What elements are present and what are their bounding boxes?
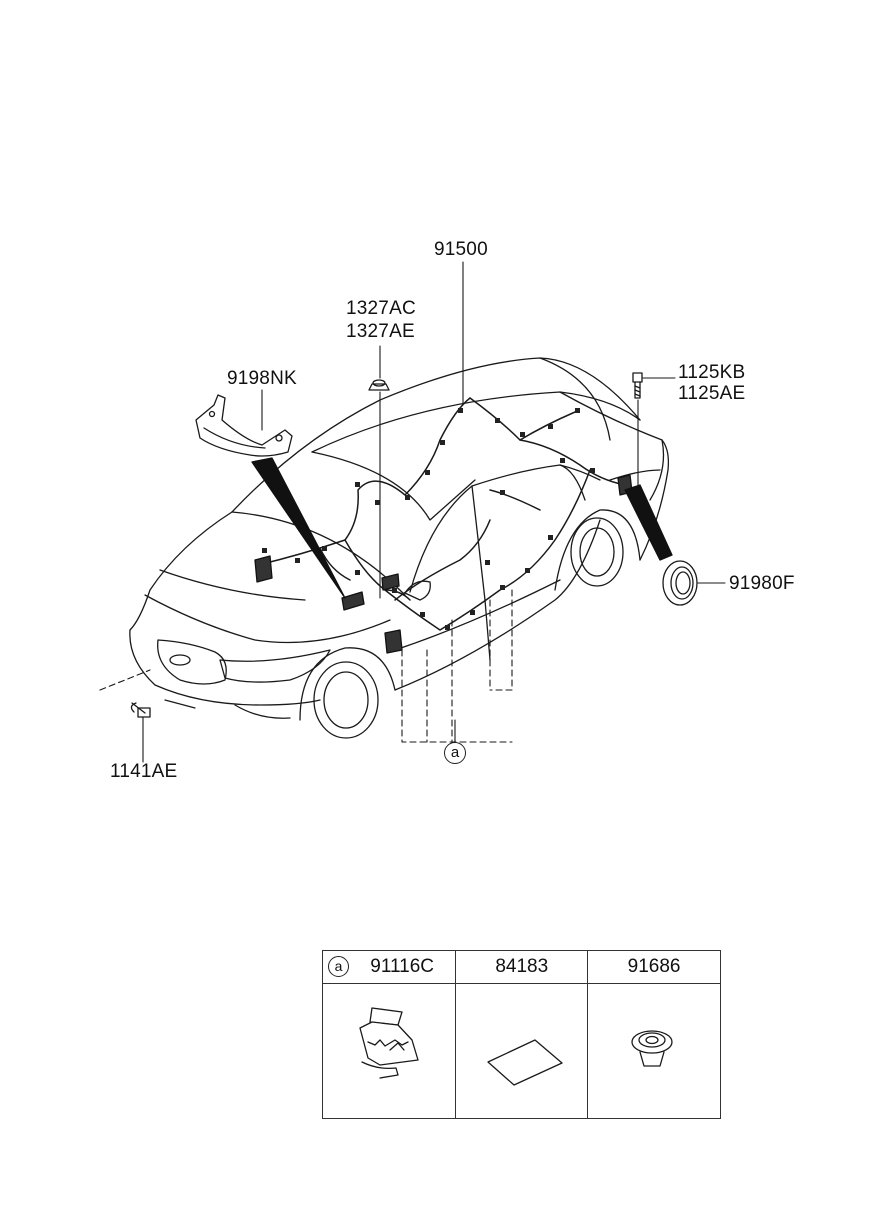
parts-cell-clip <box>321 983 457 1119</box>
part-number-label: 91686 <box>627 956 681 977</box>
parts-table-header-84183: 84183 <box>455 950 589 984</box>
bolt-1125KB <box>632 372 643 399</box>
parts-table-header-91116C: a 91116C <box>321 950 457 984</box>
label-1141AE: 1141AE <box>110 761 178 782</box>
grommet-91980F <box>662 560 698 606</box>
label-1327AC: 1327AC <box>346 298 416 319</box>
bolt-1141AE <box>130 702 151 718</box>
parts-table-header-91686: 91686 <box>587 950 721 984</box>
label-1125KB: 1125KB <box>678 362 746 383</box>
part-number-label: 84183 <box>495 956 549 977</box>
wiring-harness <box>257 397 626 631</box>
parts-cell-grommet <box>587 983 721 1119</box>
leader-lines <box>142 261 726 763</box>
table-ref-a-marker: a <box>328 956 349 977</box>
parts-table-icon-row <box>321 983 721 1119</box>
connectors <box>262 408 625 630</box>
car-body <box>129 357 670 739</box>
label-9198NK: 9198NK <box>227 368 297 389</box>
grommet-1327 <box>368 379 390 391</box>
parts-cell-pad <box>455 983 589 1119</box>
bracket-9198NK <box>195 394 293 457</box>
callout-dashes <box>99 589 513 743</box>
parts-table-header-row: a 91116C 84183 91686 <box>321 950 721 984</box>
parts-table: a 91116C 84183 91686 <box>321 950 721 1119</box>
label-91500: 91500 <box>434 239 488 260</box>
leader-wedge-front <box>251 457 346 599</box>
label-1327AE: 1327AE <box>346 321 415 342</box>
callout-a-marker: a <box>444 742 466 764</box>
part-number-label: 91116C <box>370 956 435 977</box>
modules <box>254 474 633 654</box>
label-1125AE: 1125AE <box>678 383 746 404</box>
leader-wedge-rear <box>624 484 673 561</box>
label-91980F: 91980F <box>729 573 795 594</box>
